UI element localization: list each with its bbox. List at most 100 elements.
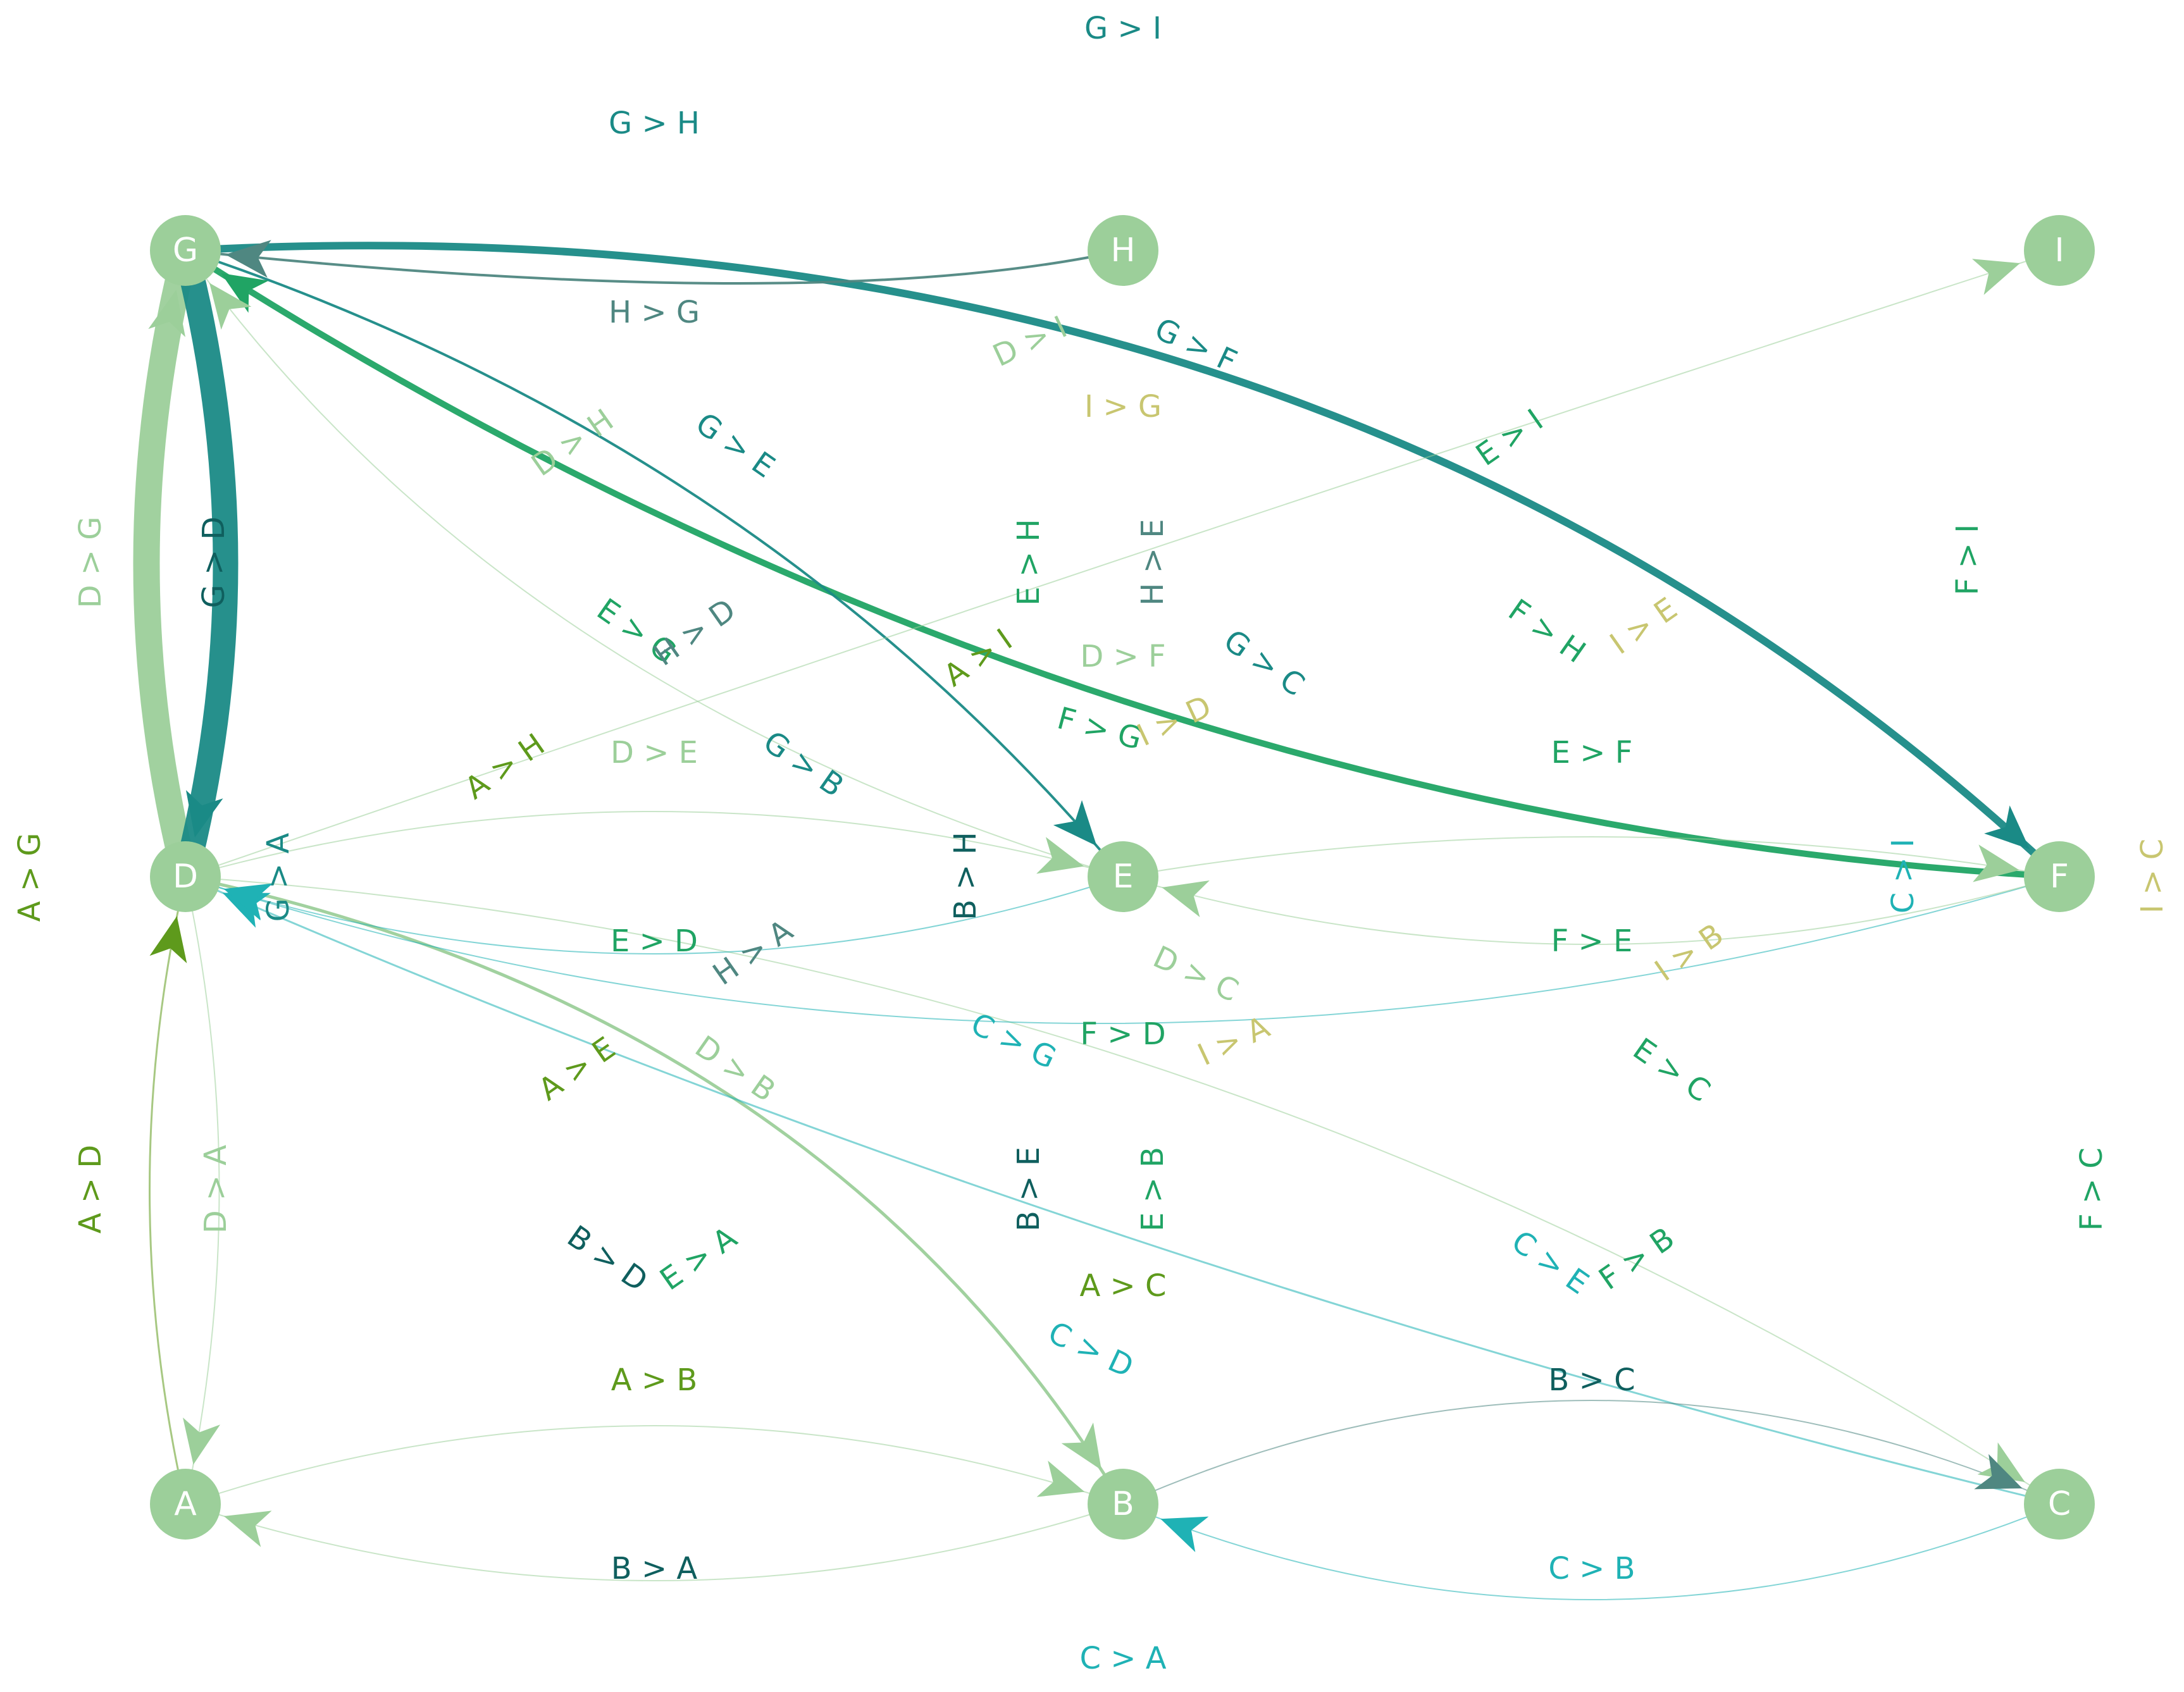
edge-a-to-d <box>149 875 187 1505</box>
edge-label: C > G <box>965 1006 1062 1077</box>
edge-h-to-g <box>184 249 1124 285</box>
edge-f-to-d <box>185 876 2060 1024</box>
edge-label: C > D <box>1043 1315 1139 1385</box>
edge-d-to-e <box>185 811 1124 877</box>
edge-label: F > H <box>1502 593 1592 670</box>
arrowhead-f-to-d <box>223 884 272 921</box>
edge-a-to-b <box>185 1425 1124 1505</box>
edge-label: G > C <box>1217 622 1311 703</box>
arrowhead-g-to-e <box>1053 800 1097 846</box>
node-f[interactable]: F <box>2024 841 2095 912</box>
edge-label: E > I <box>1470 402 1550 473</box>
arrowhead-g-to-f <box>1984 805 2030 849</box>
edge-label: G > H <box>609 106 700 141</box>
arrowheads-layer <box>148 240 2030 1552</box>
edge-label: D > C <box>1148 939 1244 1009</box>
node-circle <box>150 215 221 286</box>
node-circle <box>2024 215 2095 286</box>
edge-e-to-g <box>185 250 1124 877</box>
edge-label: F > E <box>1551 923 1633 959</box>
edge-label: C > E <box>1505 1223 1595 1301</box>
node-d[interactable]: D <box>150 841 221 912</box>
node-i[interactable]: I <box>2024 215 2095 286</box>
edge-label: F > I <box>1950 524 1985 596</box>
edge-label: B > C <box>1548 1362 1635 1398</box>
edge-label: C > I <box>1885 839 1921 913</box>
edge-d-to-a <box>185 876 220 1505</box>
node-circle <box>2024 841 2095 912</box>
edge-label: D > E <box>611 735 698 770</box>
edge-f-to-e <box>1122 876 2060 945</box>
edge-d-to-b <box>183 875 1125 1506</box>
node-circle <box>1088 1469 1158 1540</box>
edge-d-to-c <box>185 876 2060 1505</box>
edge-label: I > G <box>1084 389 1162 424</box>
edge-label: E > D <box>611 923 698 959</box>
node-circle <box>1088 841 1158 912</box>
edge-label: E > A <box>654 1220 743 1298</box>
edge-label: F > G <box>1053 700 1145 756</box>
node-label: F <box>2050 858 2069 896</box>
edge-label: A > E <box>532 1030 622 1108</box>
arrowhead-a-to-d <box>149 916 187 963</box>
edge-label: B > A <box>611 1551 698 1586</box>
edge-e-to-d <box>185 876 1124 954</box>
node-circle <box>150 841 221 912</box>
edge-label: A > D <box>73 1145 108 1234</box>
arrowhead-d-to-g <box>148 290 185 337</box>
node-circle <box>2024 1469 2095 1540</box>
edge-label: I > C <box>2135 839 2170 913</box>
edge-c-to-d <box>184 875 2061 1505</box>
node-b[interactable]: B <box>1088 1469 1158 1540</box>
edge-label: A > G <box>12 833 47 922</box>
edge-label: G > D <box>196 517 232 608</box>
edge-d-to-i <box>185 250 2060 877</box>
edge-label: C > B <box>1548 1551 1635 1586</box>
arrowhead-c-to-d <box>222 892 271 928</box>
edge-label: H > E <box>1135 519 1170 605</box>
node-g[interactable]: G <box>150 215 221 286</box>
node-a[interactable]: A <box>150 1469 221 1540</box>
edge-label: C > A <box>1079 1641 1166 1676</box>
edge-g-to-e <box>184 249 1124 878</box>
edge-label: D > A <box>198 1145 233 1234</box>
edge-label: F > D <box>1080 1016 1165 1052</box>
edge-label: A > I <box>938 622 1019 693</box>
edge-label: D > G <box>73 517 108 608</box>
edge-g-to-d <box>173 238 239 889</box>
arrowhead-d-to-a <box>183 1417 221 1465</box>
node-circle <box>1088 215 1158 286</box>
node-label: E <box>1113 858 1134 896</box>
arrowhead-d-to-e <box>1036 837 1084 874</box>
node-label: H <box>1110 232 1135 269</box>
edge-label: F > C <box>2074 1147 2109 1231</box>
node-c[interactable]: C <box>2024 1469 2095 1540</box>
edge-g-to-f <box>182 242 2063 880</box>
edge-label: B > D <box>561 1219 654 1299</box>
edge-label: A > B <box>611 1362 698 1398</box>
edge-label: A > H <box>459 727 552 806</box>
node-h[interactable]: H <box>1088 215 1158 286</box>
edge-label: B > E <box>1011 1147 1046 1232</box>
edge-label: G > A <box>261 832 296 922</box>
edge-label: B > H <box>948 832 983 920</box>
arrowhead-f-to-e <box>1162 880 1210 917</box>
nodes-layer: A B C D E F G H I <box>150 215 2095 1540</box>
arrowhead-e-to-g <box>209 283 252 330</box>
edge-b-to-c <box>1122 1400 2060 1505</box>
edge-f-to-g <box>182 247 2063 880</box>
edge-label: E > F <box>1551 735 1633 770</box>
edge-c-to-b <box>1122 1504 2060 1600</box>
arrowhead-e-to-f <box>1973 844 2020 882</box>
edge-label: E > B <box>1135 1147 1170 1232</box>
edge-b-to-a <box>185 1504 1124 1581</box>
edge-label: E > C <box>1627 1031 1716 1109</box>
edge-e-to-f <box>1122 836 2060 877</box>
arrowhead-d-to-i <box>1972 259 2020 295</box>
edge-label: I > A <box>1193 1010 1275 1073</box>
arrowhead-d-to-c <box>1977 1442 2025 1483</box>
edges-layer <box>133 237 2063 1600</box>
node-e[interactable]: E <box>1088 841 1158 912</box>
arrowhead-c-to-b <box>1160 1516 1209 1552</box>
